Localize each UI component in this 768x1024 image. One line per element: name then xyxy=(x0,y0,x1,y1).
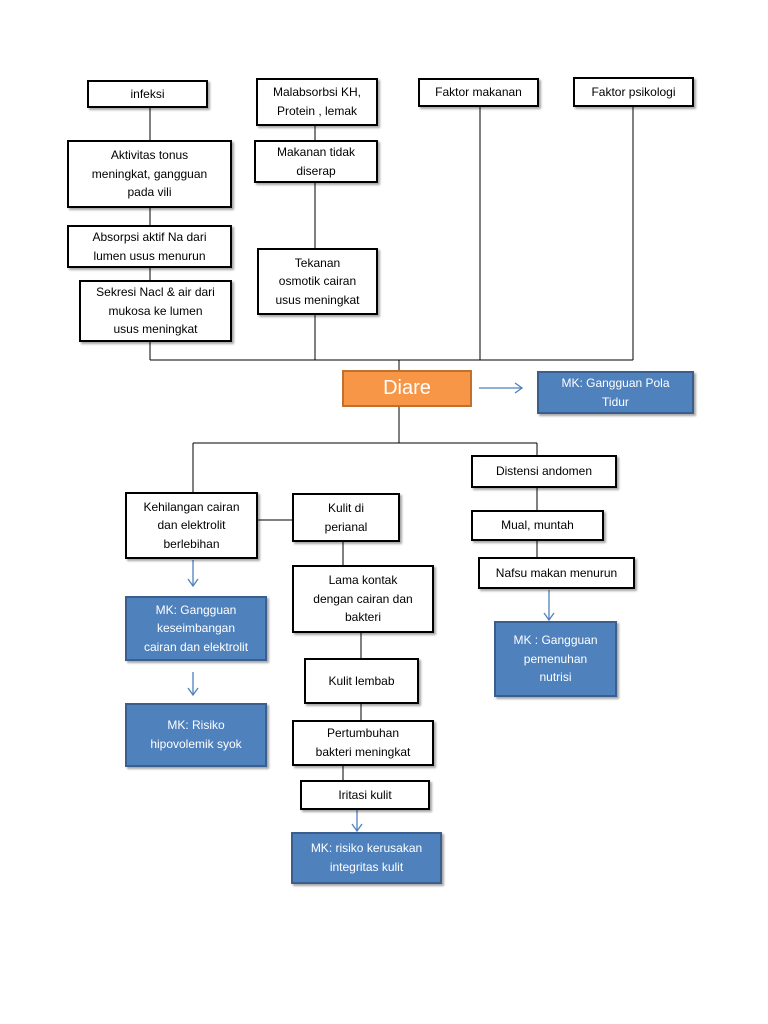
node-mual-muntah: Mual, muntah xyxy=(471,510,604,541)
node-mk-integritas: MK: risiko kerusakan integritas kulit xyxy=(291,832,442,884)
node-mk-keseimbangan: MK: Gangguan keseimbangan cairan dan ele… xyxy=(125,596,267,661)
node-sekresi-nacl: Sekresi Nacl & air dari mukosa ke lumen … xyxy=(79,280,232,342)
arrowhead xyxy=(514,382,524,394)
arrowhead xyxy=(187,578,199,588)
node-aktivitas-tonus: Aktivitas tonus meningkat, gangguan pada… xyxy=(67,140,232,208)
node-faktor-psikologi: Faktor psikologi xyxy=(573,77,694,107)
node-distensi: Distensi andomen xyxy=(471,455,617,488)
node-kulit-perianal: Kulit di perianal xyxy=(292,493,400,542)
arrowhead xyxy=(543,612,555,622)
arrowhead xyxy=(351,823,363,833)
node-mk-nutrisi: MK : Gangguan pemenuhan nutrisi xyxy=(494,621,617,697)
node-infeksi: infeksi xyxy=(87,80,208,108)
node-lama-kontak: Lama kontak dengan cairan dan bakteri xyxy=(292,565,434,633)
node-malabsorbsi: Malabsorbsi KH, Protein , lemak xyxy=(256,78,378,126)
node-mk-pola-tidur: MK: Gangguan Pola Tidur xyxy=(537,371,694,414)
node-absorpsi-aktif: Absorpsi aktif Na dari lumen usus menuru… xyxy=(67,225,232,268)
node-tekanan-osmotik: Tekanan osmotik cairan usus meningkat xyxy=(257,248,378,315)
node-kulit-lembab: Kulit lembab xyxy=(304,658,419,704)
node-pertumbuhan-bakteri: Pertumbuhan bakteri meningkat xyxy=(292,720,434,766)
arrowhead xyxy=(187,687,199,697)
node-faktor-makanan: Faktor makanan xyxy=(418,78,539,107)
node-nafsu-makan: Nafsu makan menurun xyxy=(478,557,635,589)
node-kehilangan-cairan: Kehilangan cairan dan elektrolit berlebi… xyxy=(125,492,258,559)
node-makanan-tidak-diserap: Makanan tidak diserap xyxy=(254,140,378,183)
node-iritasi-kulit: Iritasi kulit xyxy=(300,780,430,810)
node-diare: Diare xyxy=(342,370,472,407)
node-mk-hipovolemik: MK: Risiko hipovolemik syok xyxy=(125,703,267,767)
